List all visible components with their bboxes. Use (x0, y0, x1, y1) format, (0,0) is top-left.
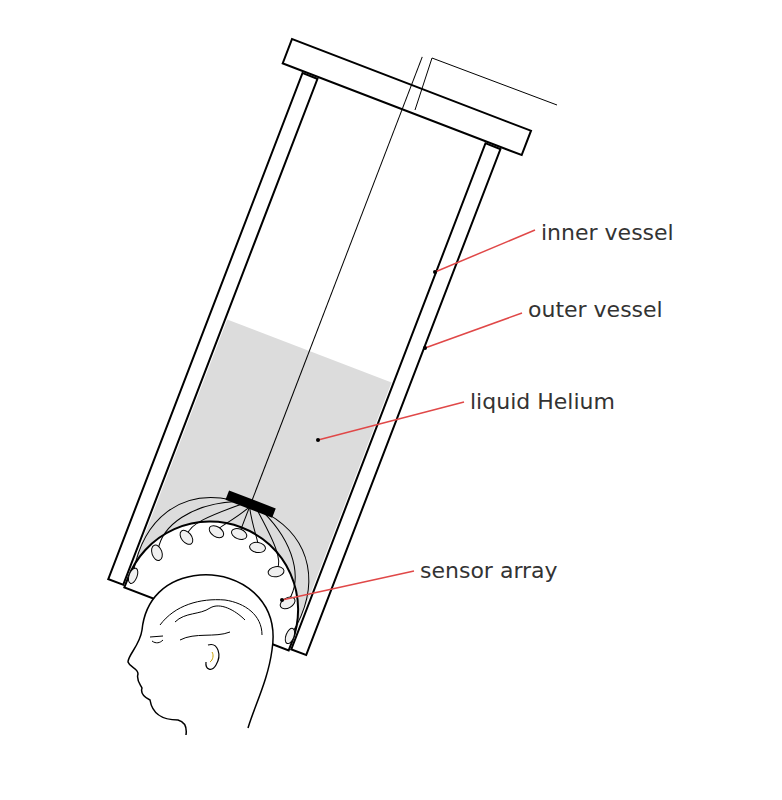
callout-label: liquid Helium (468, 390, 617, 414)
leader-lines (280, 230, 535, 602)
outer-wall-left (108, 73, 317, 585)
callout-label: outer vessel (526, 298, 665, 322)
callout-label: sensor array (418, 559, 560, 583)
rod (250, 57, 422, 505)
head (128, 575, 273, 735)
suspension-line (415, 58, 557, 110)
sensor-block (225, 490, 275, 517)
callout-label: inner vessel (539, 221, 676, 245)
